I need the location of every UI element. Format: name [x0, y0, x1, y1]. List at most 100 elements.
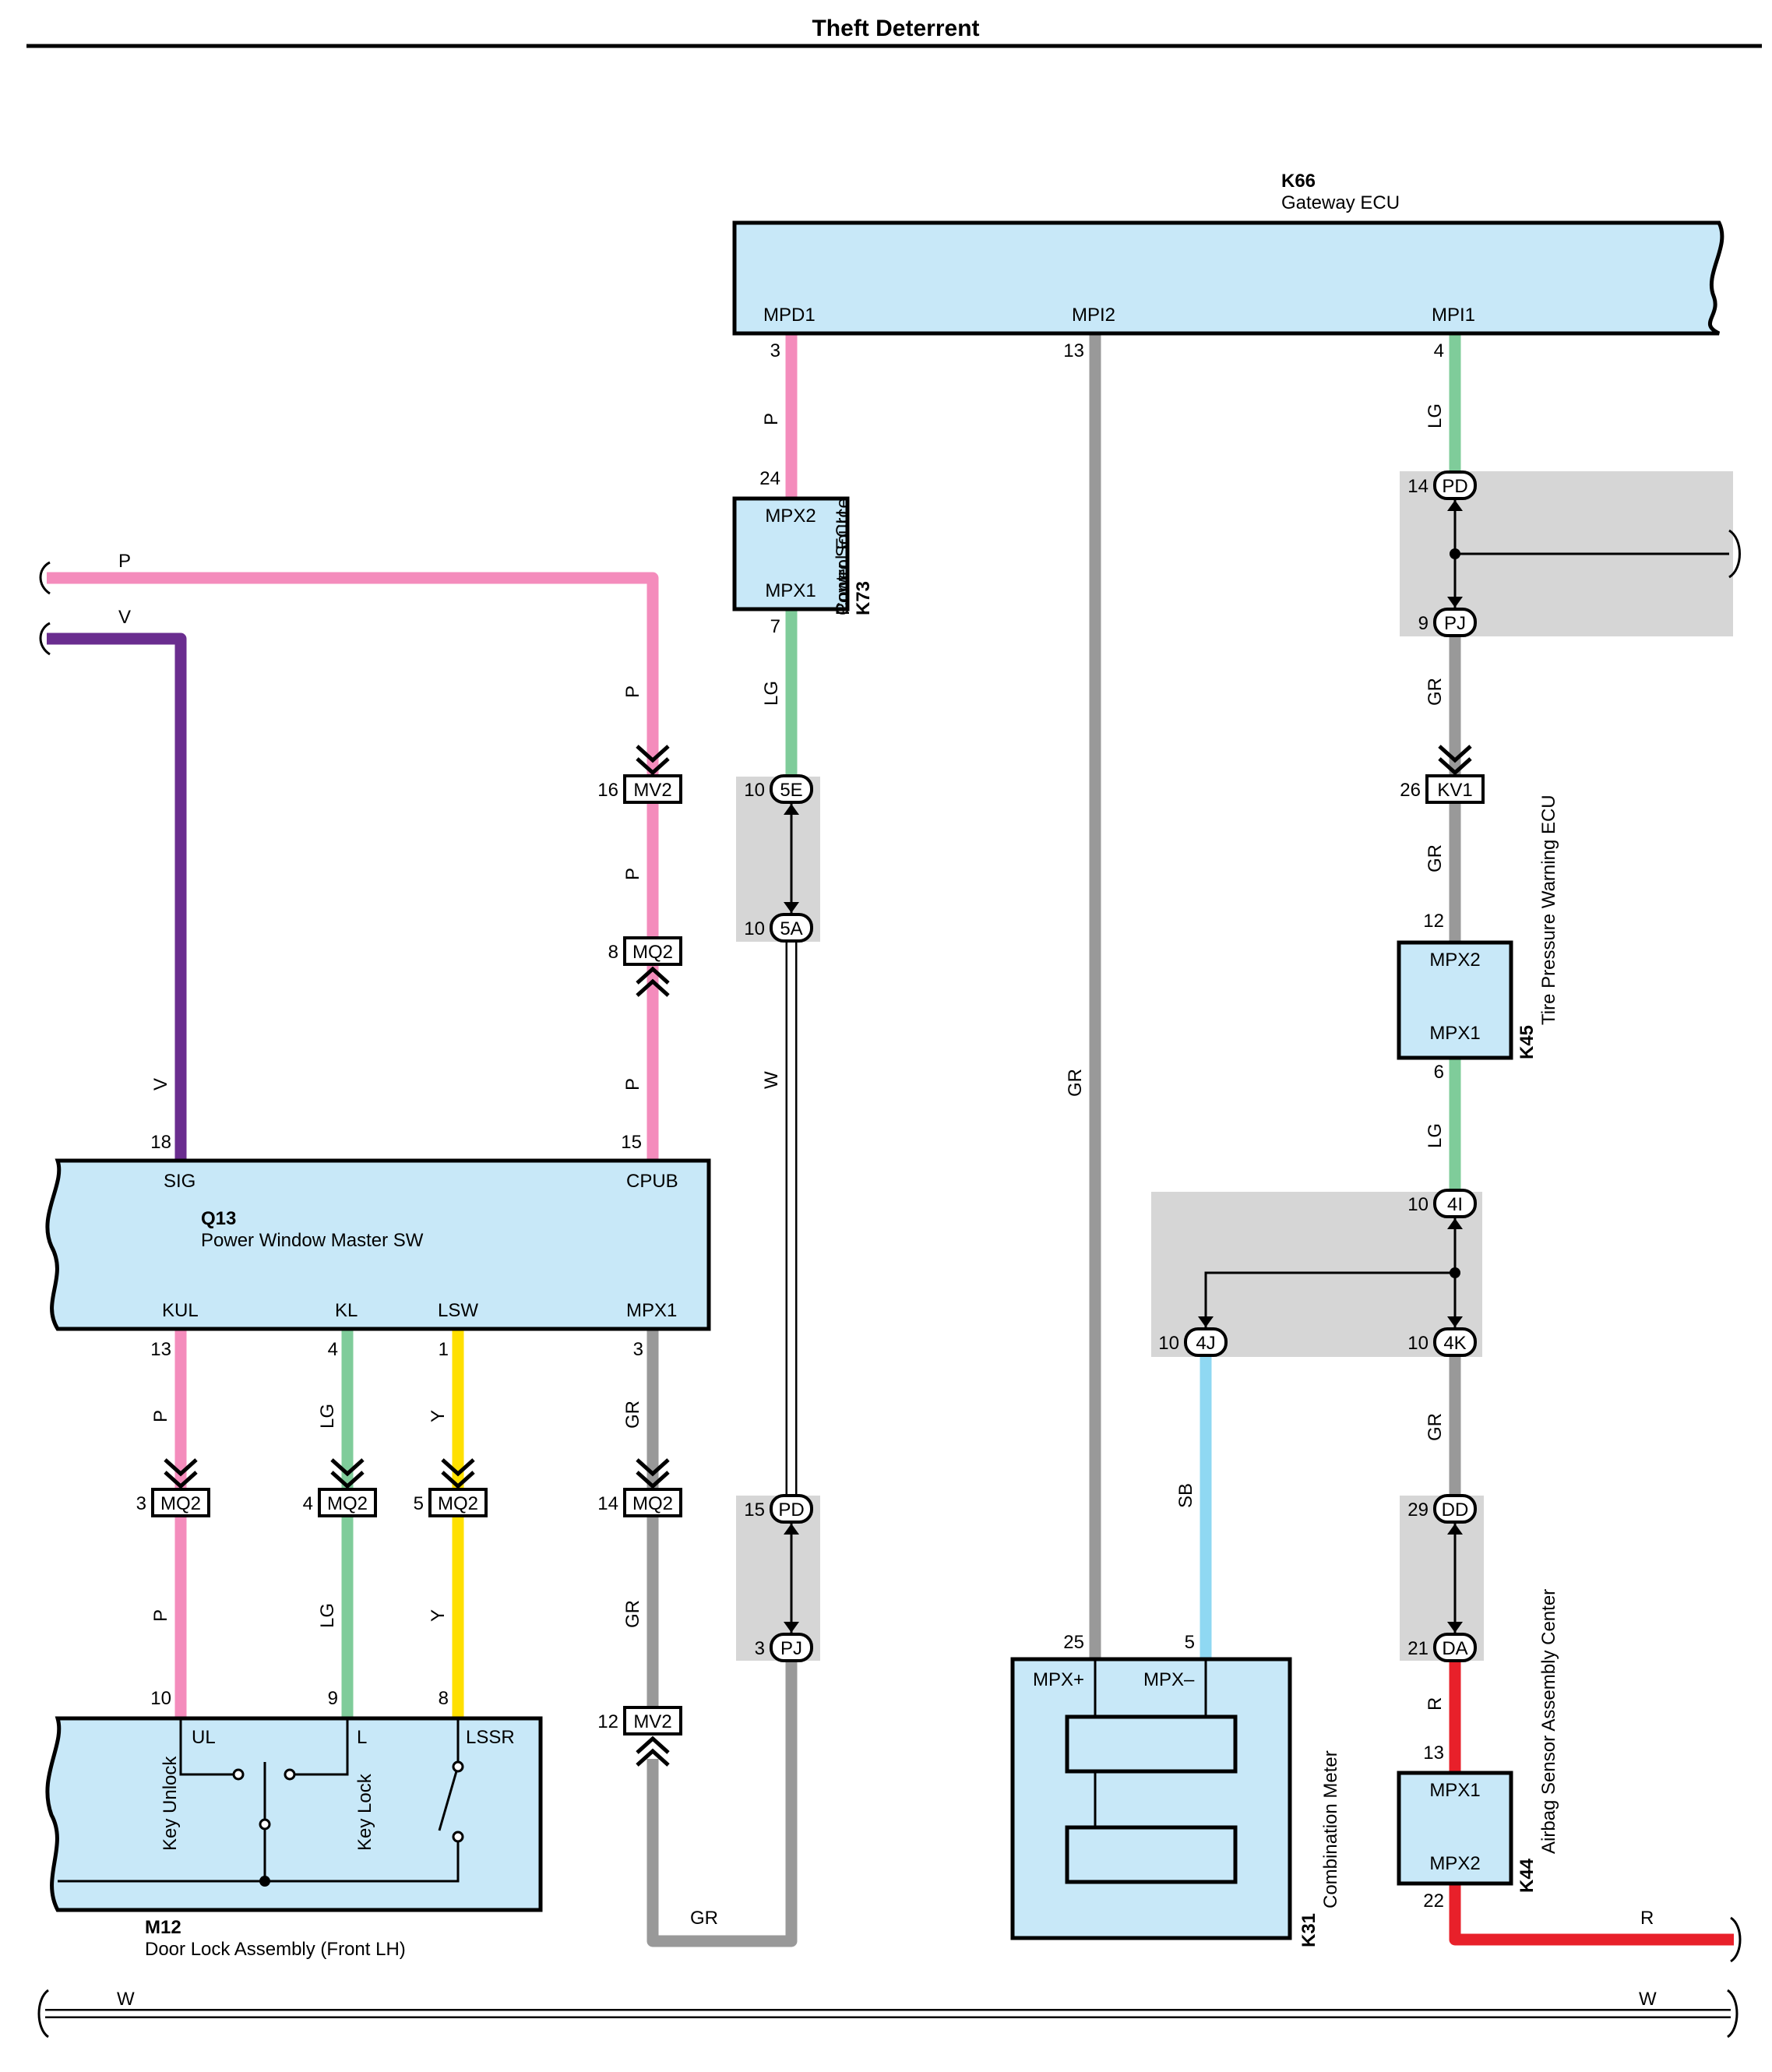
m12-name: Door Lock Assembly (Front LH) [145, 1939, 406, 1960]
connector-mq2-5: MQ2 5 [414, 1458, 488, 1517]
connector-box [623, 774, 682, 804]
wire-label: P [622, 1078, 643, 1091]
connector-box [623, 1706, 682, 1735]
m12-switch-unlock-label: Key Unlock [160, 1756, 181, 1851]
junction-pin: 9 [1418, 613, 1429, 634]
junction-name: 4I [1447, 1194, 1463, 1215]
k31-inner-block-top [1065, 1714, 1238, 1774]
junction-pin: 3 [755, 1638, 765, 1659]
break-mark-v [39, 622, 51, 656]
q13-pin-cpub: CPUB [626, 1171, 678, 1192]
wire-label: R [1425, 1697, 1446, 1711]
k44-body [1397, 1771, 1513, 1886]
break-mark-p [39, 561, 51, 595]
m12-switch-lock-label: Key Lock [354, 1773, 375, 1851]
pin-number: 1 [439, 1339, 449, 1360]
connector-pin: 4 [303, 1493, 313, 1514]
wire-labels-vertical: P P P V P LG W GR LG GR GR LG GR SB R P … [150, 403, 1446, 1711]
chevron-down-icon [330, 1458, 365, 1489]
connector-pin: 14 [597, 1493, 618, 1514]
m12-pin-l: L [357, 1727, 367, 1748]
q13-pin-kl: KL [335, 1300, 358, 1321]
m12-body [45, 1716, 543, 1912]
m12-code: M12 [145, 1917, 181, 1938]
chevron-down-icon [164, 1458, 198, 1489]
k44-pin-mpx2: MPX2 [1429, 1853, 1480, 1874]
junction-name: 4J [1196, 1333, 1215, 1354]
junction-4j: 4J 10 [1158, 1327, 1228, 1357]
connector-mq2-4: MQ2 4 [303, 1458, 377, 1517]
junction-pin: 14 [1407, 476, 1429, 497]
component-k73: MPX2 MPX1 K73 Power Source Control ECU [732, 496, 874, 615]
connector-pin: 12 [597, 1711, 618, 1732]
component-k45: MPX2 MPX1 K45 Tire Pressure Warning ECU [1397, 795, 1559, 1060]
connector-pin: 16 [597, 780, 618, 801]
connector-mq2-3: MQ2 3 [136, 1458, 210, 1517]
break-mark-r [1730, 1916, 1742, 1963]
m12-lssr-contact-bottom [452, 1831, 464, 1843]
connector-box [318, 1488, 377, 1517]
break-mark-w-left [37, 1989, 49, 2039]
q13-pin-mpx1: MPX1 [626, 1300, 677, 1321]
m12-pin-ul: UL [192, 1727, 216, 1748]
junction-pin: 29 [1407, 1499, 1429, 1521]
wire-label: LG [1425, 403, 1446, 428]
connector-box [623, 936, 682, 966]
pin-number: 13 [1063, 340, 1084, 361]
junction-pin: 10 [744, 918, 765, 939]
junction-name: PJ [1444, 613, 1466, 634]
junction-pin: 10 [744, 780, 765, 801]
pin-number: 24 [759, 468, 780, 489]
chevron-up-icon [636, 966, 670, 997]
connector-name: MV2 [633, 1711, 671, 1732]
k45-pin-mpx2: MPX2 [1429, 950, 1480, 971]
junction-5e: 5E 10 [744, 774, 813, 804]
junction-5a: 5A 10 [744, 913, 813, 943]
pin-number: 13 [150, 1339, 171, 1360]
k66-pin-mpd1: MPD1 [763, 305, 816, 326]
junction-name: PD [778, 1499, 804, 1521]
wire-label: Y [428, 1609, 449, 1622]
break-mark-junction [1728, 529, 1741, 579]
junction-area-dd-da [1400, 1496, 1484, 1661]
junction-4k: 4K 10 [1407, 1327, 1477, 1357]
double-arrow-icon [1447, 500, 1463, 608]
wire-label: W [761, 1071, 782, 1089]
junction-name: 5A [780, 918, 802, 939]
q13-name: Power Window Master SW [201, 1230, 424, 1251]
chevron-up-icon [636, 1735, 670, 1767]
wire-label: GR [1425, 1413, 1446, 1441]
wire-gr-loop [646, 1644, 798, 1947]
connector-name: MQ2 [632, 1493, 673, 1514]
connector-pin: 26 [1400, 780, 1421, 801]
wire-label: V [118, 607, 131, 628]
connector-box [623, 1488, 682, 1517]
connector-mv2-12: MV2 12 [597, 1706, 682, 1767]
junction-4i: 4I 10 [1407, 1189, 1477, 1218]
m12-lssr-contact-top [452, 1760, 464, 1773]
k45-name: Tire Pressure Warning ECU [1538, 795, 1559, 1025]
k31-pin-mpxm: MPX– [1143, 1669, 1195, 1690]
wire-label: LG [317, 1404, 338, 1429]
junction-pj-9: PJ 9 [1418, 608, 1477, 637]
connector-mq2-14: MQ2 14 [597, 1458, 682, 1517]
wire-label: LG [1425, 1123, 1446, 1148]
component-m12: UL L LSSR Key Unlock Key Lock M12 Door L… [45, 1716, 543, 1960]
connector-box [1425, 774, 1485, 804]
wire-label: SB [1175, 1483, 1196, 1508]
m12-ul-line [179, 1718, 234, 1776]
pin-number: 10 [150, 1688, 171, 1709]
m12-switch-pivot [259, 1818, 271, 1831]
pin-number: 12 [1423, 911, 1444, 932]
junction-name: DD [1442, 1499, 1469, 1521]
k66-code: K66 [1281, 171, 1316, 192]
junction-pin: 21 [1407, 1638, 1429, 1659]
chevron-down-icon [441, 1458, 475, 1489]
k73-name-line1: Power Source [833, 498, 854, 615]
pin-number: 3 [770, 340, 780, 361]
junction-pin: 10 [1158, 1333, 1179, 1354]
k66-body [732, 220, 1724, 336]
wire-label: LG [761, 681, 782, 706]
splice-node [1450, 548, 1460, 559]
wire-label: GR [690, 1908, 718, 1929]
